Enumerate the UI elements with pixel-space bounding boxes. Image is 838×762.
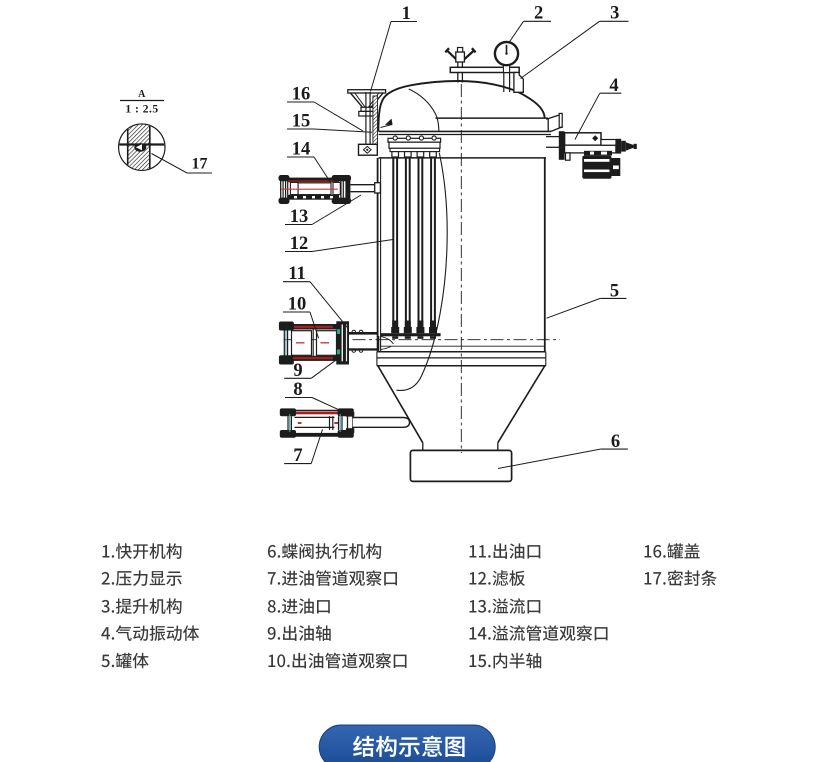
- svg-text:9: 9: [293, 361, 302, 381]
- svg-text:11: 11: [288, 264, 305, 284]
- svg-text:13: 13: [290, 207, 309, 227]
- svg-text:12: 12: [290, 234, 309, 254]
- svg-text:5: 5: [610, 281, 619, 301]
- svg-text:1: 1: [402, 4, 411, 24]
- svg-text:3: 3: [610, 4, 619, 24]
- svg-text:6: 6: [611, 432, 620, 452]
- svg-text:15: 15: [292, 112, 311, 132]
- svg-text:17: 17: [192, 156, 208, 173]
- svg-text:14: 14: [292, 140, 311, 160]
- svg-text:8: 8: [293, 380, 302, 400]
- svg-text:7: 7: [293, 446, 302, 466]
- svg-text:1 : 2.5: 1 : 2.5: [125, 104, 158, 116]
- svg-text:10: 10: [288, 295, 307, 315]
- svg-text:A: A: [138, 89, 146, 100]
- svg-text:4: 4: [609, 76, 618, 96]
- svg-text:2: 2: [534, 4, 543, 24]
- svg-text:16: 16: [292, 85, 311, 105]
